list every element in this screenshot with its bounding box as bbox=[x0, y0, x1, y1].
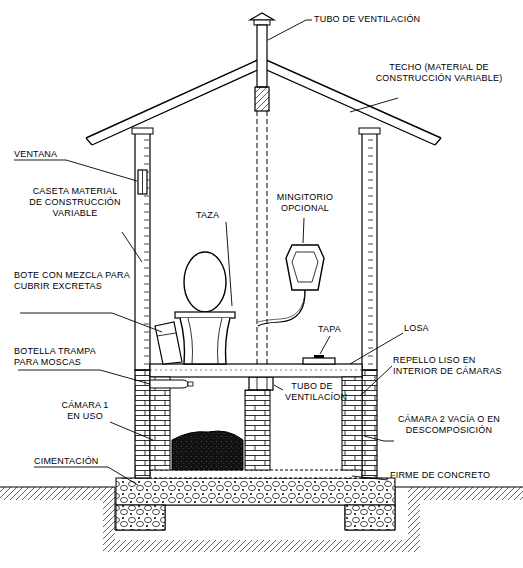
slab bbox=[150, 364, 362, 377]
lid bbox=[303, 355, 335, 364]
part-label: REPELLO LISO EN INTERIOR DE CÁMARAS bbox=[393, 355, 519, 377]
part-label: VENTANA bbox=[14, 149, 74, 160]
part-label: CÁMARA 2 VACÍA O EN DESCOMPOSICIÓN bbox=[379, 414, 519, 436]
part-label: TUBO DE VENTILACÍON bbox=[285, 381, 339, 403]
part-label: LOSA bbox=[404, 323, 444, 334]
leader-lines bbox=[14, 20, 403, 485]
vent-pipe bbox=[249, 13, 274, 390]
urinal bbox=[258, 245, 324, 326]
part-label: MINGITORIO OPCIONAL bbox=[266, 192, 344, 214]
part-label: BOTE CON MEZCLA PARA CUBRIR EXCRETAS bbox=[14, 270, 136, 292]
bucket bbox=[155, 322, 182, 364]
part-label: TECHO (MATERIAL DE CONSTRUCCIÓN VARIABLE… bbox=[365, 62, 513, 84]
part-label: CIMENTACIÓN bbox=[34, 456, 114, 467]
part-label: TUBO DE VENTILACIÓN bbox=[314, 14, 444, 25]
chambers bbox=[150, 377, 362, 470]
hut-walls bbox=[135, 130, 377, 478]
part-label: BOTELLA TRAMPA PARA MOSCAS bbox=[14, 346, 110, 368]
foundation bbox=[116, 470, 395, 530]
bottle-trap bbox=[150, 380, 193, 388]
part-label: CASETA MATERIAL DE CONSTRUCCIÓN VARIABLE bbox=[26, 186, 124, 219]
toilet-bowl bbox=[175, 252, 235, 364]
part-label: FIRME DE CONCRETO bbox=[390, 470, 500, 481]
part-label: CÁMARA 1 EN USO bbox=[54, 400, 116, 422]
part-label: TAPA bbox=[318, 324, 358, 335]
part-label: TAZA bbox=[196, 210, 236, 221]
